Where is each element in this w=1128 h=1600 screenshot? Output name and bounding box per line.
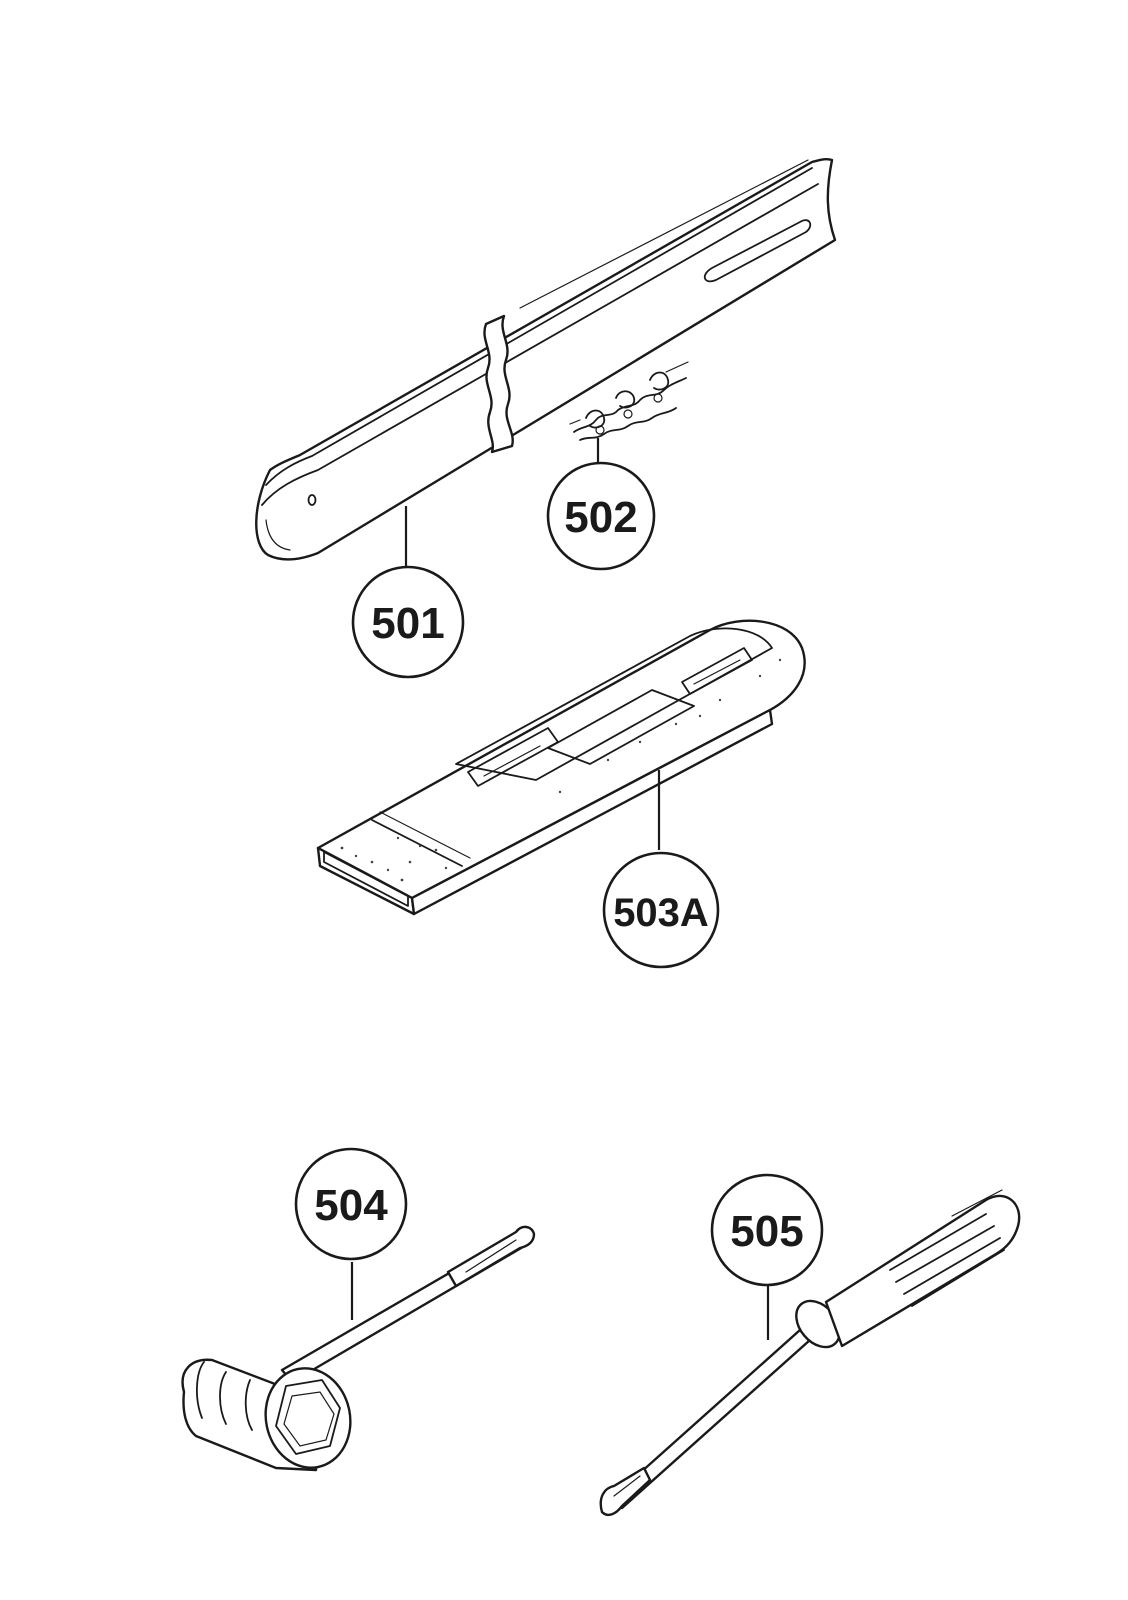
callout-502-label: 502 [564,493,637,542]
saw-chain [569,361,689,441]
callout-505-label: 505 [730,1207,803,1256]
callout-503a: 503A [602,851,720,969]
callout-504-label: 504 [314,1181,388,1230]
callout-503a-label: 503A [613,891,709,935]
guide-bar [255,157,837,561]
callout-504: 504 [294,1147,408,1261]
screwdriver [599,1189,1021,1517]
callout-501-label: 501 [371,599,444,648]
callout-501: 501 [351,565,465,679]
callout-505: 505 [710,1173,824,1287]
bar-cover [316,619,806,916]
combination-spanner [181,1225,536,1472]
callout-502: 502 [546,461,656,571]
